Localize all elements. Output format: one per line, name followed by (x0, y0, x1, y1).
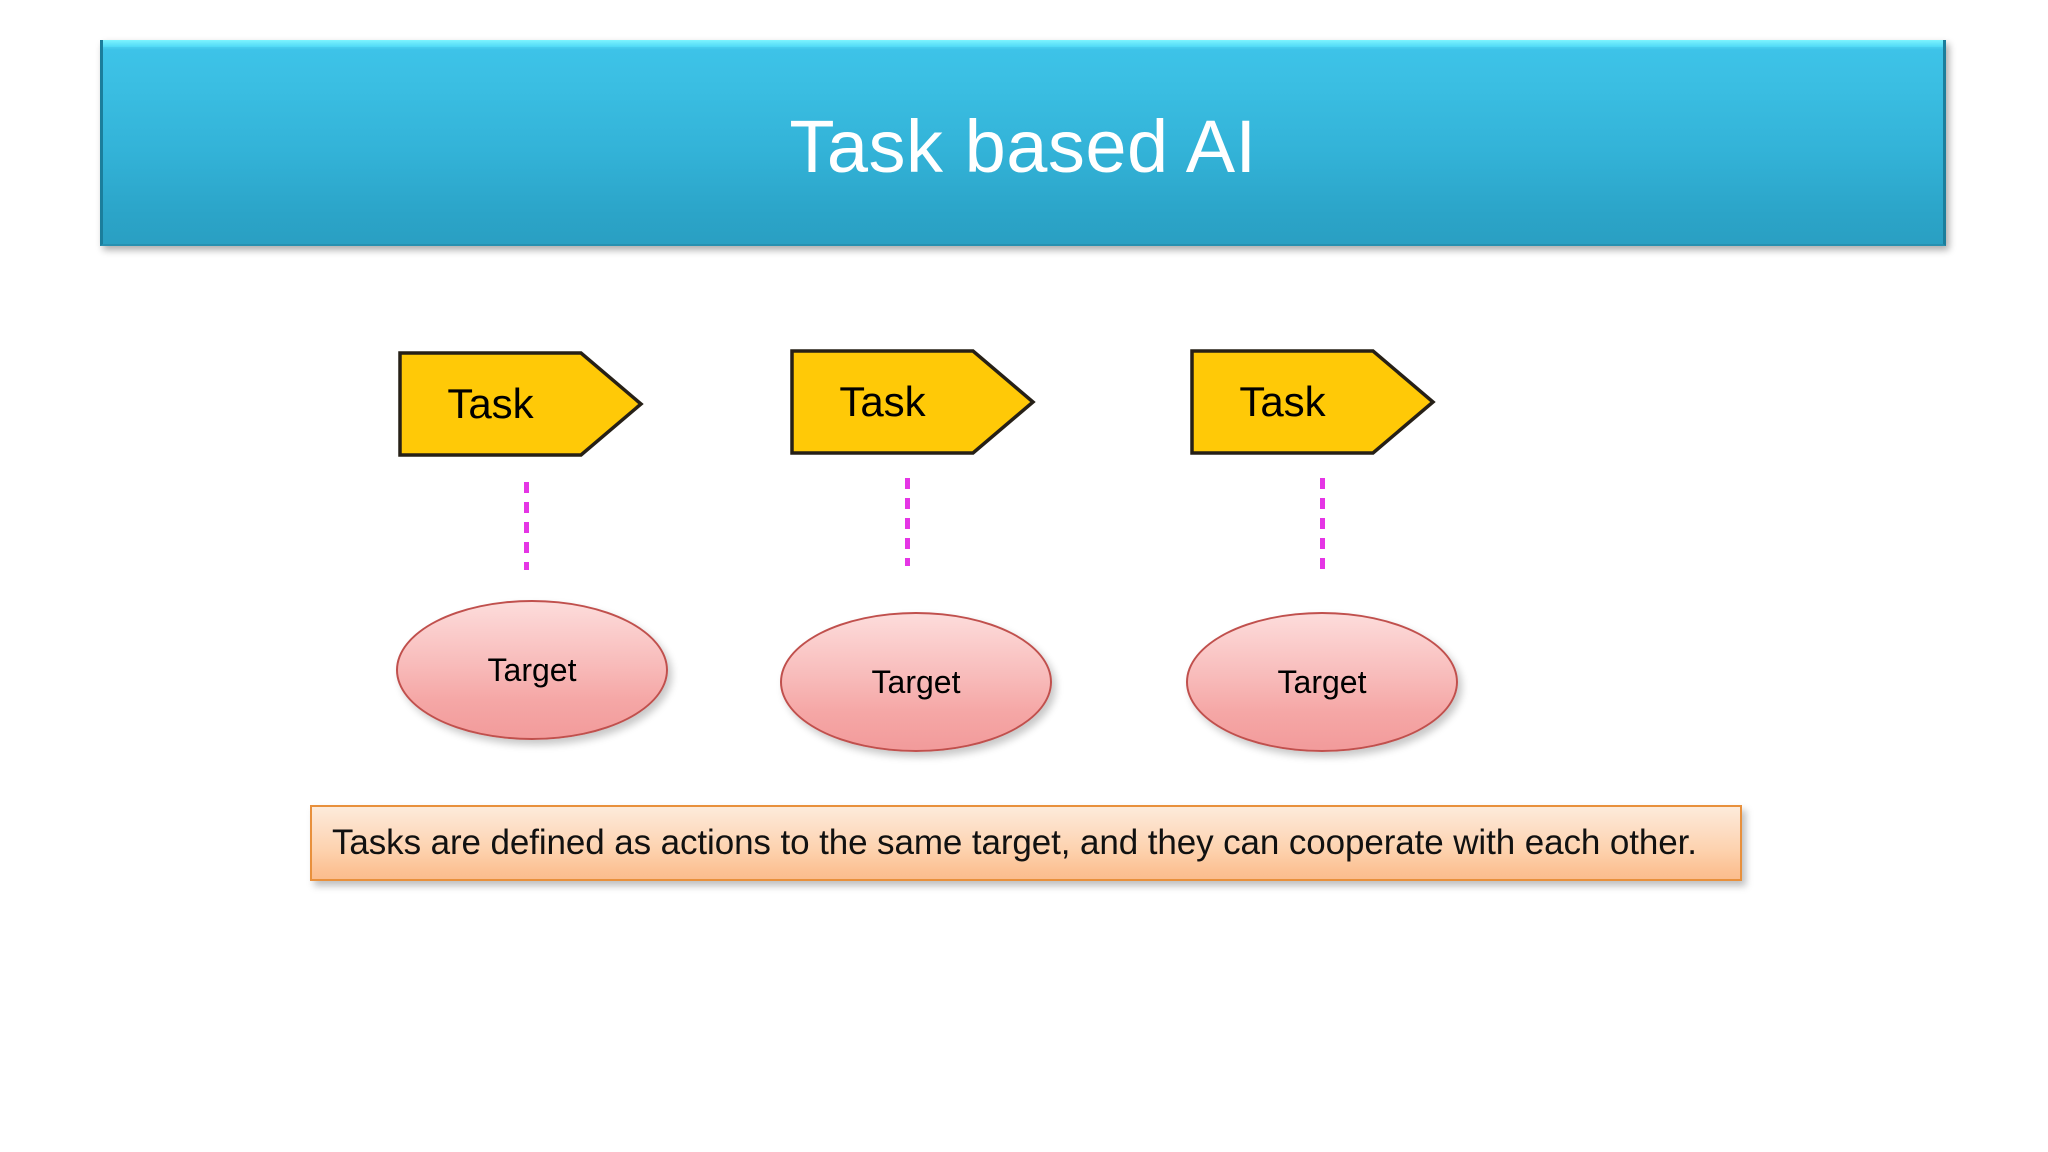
target-ellipse-2[interactable]: Target (780, 612, 1052, 752)
task-arrow-1[interactable]: Task (398, 350, 644, 458)
connector-line (905, 478, 910, 566)
arrow-pentagon-icon (1190, 349, 1436, 455)
connector-line (524, 482, 529, 570)
connector-line (1320, 478, 1325, 574)
connector-dashed-1 (524, 482, 529, 570)
connector-dashed-3 (1320, 478, 1325, 574)
caption-text: Tasks are defined as actions to the same… (332, 823, 1697, 862)
title-banner: Task based AI (100, 40, 1946, 246)
task-arrow-2[interactable]: Task (790, 348, 1036, 456)
connector-dashed-2 (905, 478, 910, 566)
target-label-3: Target (1277, 663, 1367, 700)
target-ellipse-3[interactable]: Target (1186, 612, 1458, 752)
arrow-pentagon-icon (790, 349, 1036, 455)
caption-box: Tasks are defined as actions to the same… (310, 805, 1742, 881)
arrow-pentagon-icon (398, 351, 644, 457)
target-label-1: Target (487, 651, 577, 688)
task-arrow-3[interactable]: Task (1190, 348, 1436, 456)
target-label-2: Target (871, 663, 961, 700)
target-ellipse-1[interactable]: Target (396, 600, 668, 740)
page-title: Task based AI (789, 105, 1257, 188)
